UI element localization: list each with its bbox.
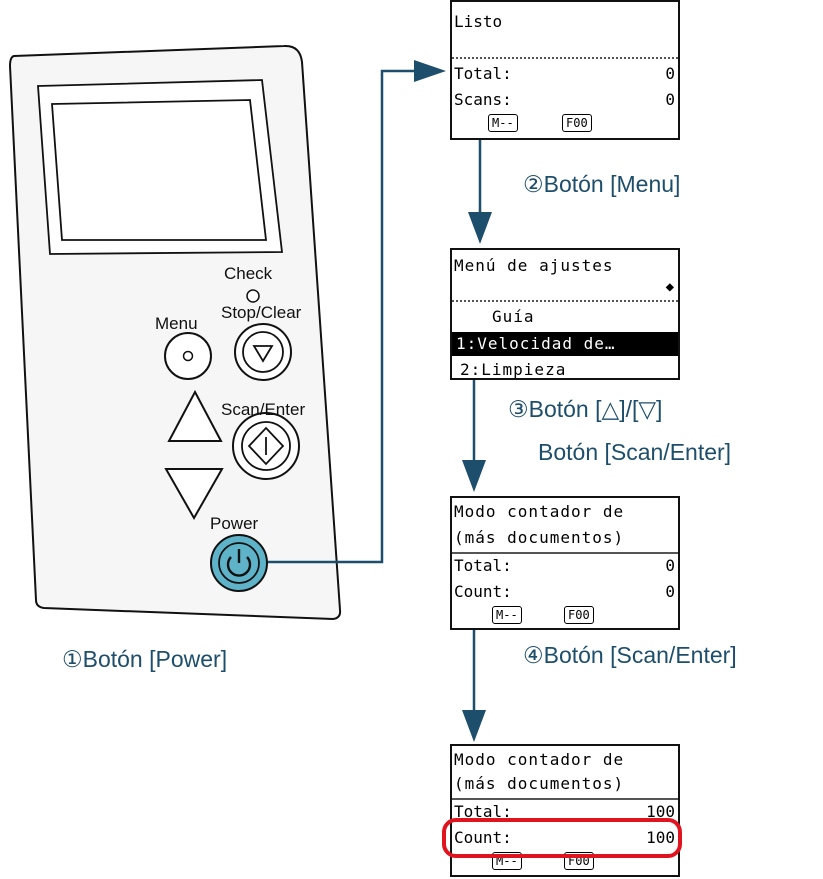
down-button <box>164 468 224 521</box>
softkey-function: F00 <box>562 114 592 132</box>
screen-line2: (más documentos) <box>454 528 625 547</box>
total-row: Total:0 <box>454 64 675 83</box>
scan-enter-label: Scan/Enter <box>221 400 306 419</box>
screen-line1: Modo contador de <box>454 750 625 769</box>
up-down-arrow-icon: ◆ <box>665 279 674 295</box>
screen-title: Menú de ajustes <box>454 256 614 275</box>
step4-label: ④Botón [Scan/Enter] <box>523 642 737 668</box>
menu-item-guide: Guía <box>492 307 535 326</box>
softkey-function: F00 <box>564 606 594 624</box>
power-label: Power <box>210 514 259 533</box>
total-row: Total:0 <box>454 556 675 575</box>
step2-label: ②Botón [Menu] <box>523 171 681 197</box>
count-row: Count:0 <box>454 582 675 601</box>
screen-counter-mode: Modo contador de (más documentos) Total:… <box>450 496 680 630</box>
check-label: Check <box>224 264 273 283</box>
stop-triangle-icon <box>252 345 274 363</box>
count-row: Count:100 <box>454 828 675 847</box>
screen-settings-menu: Menú de ajustes ◆ Guía 1:Velocidad de… 2… <box>450 248 680 380</box>
screen-line2: (más documentos) <box>454 774 625 793</box>
screen-ready: Listo Total:0 Scans:0 M-- F00 <box>450 0 680 140</box>
softkey-mode: M-- <box>492 606 522 624</box>
total-row: Total:100 <box>454 802 675 821</box>
stop-clear-label: Stop/Clear <box>221 303 302 322</box>
screen-line1: Modo contador de <box>454 502 625 521</box>
menu-label: Menu <box>155 314 198 333</box>
power-icon <box>226 549 252 577</box>
step1-label: ①Botón [Power] <box>62 646 228 672</box>
menu-item-cleaning: 2:Limpieza <box>460 360 567 379</box>
step3-label-line2: Botón [Scan/Enter] <box>538 439 732 465</box>
screen-title: Listo <box>454 12 503 31</box>
check-led-icon <box>246 289 260 303</box>
softkey-mode: M-- <box>488 114 518 132</box>
display-window <box>51 99 268 241</box>
menu-item-speed-selected: 1:Velocidad de… <box>452 332 678 356</box>
step3-label-line1: ③Botón [△]/[▽] <box>508 396 663 422</box>
up-button <box>167 389 223 442</box>
count-highlight-ring <box>442 818 682 858</box>
scans-row: Scans:0 <box>454 90 675 109</box>
